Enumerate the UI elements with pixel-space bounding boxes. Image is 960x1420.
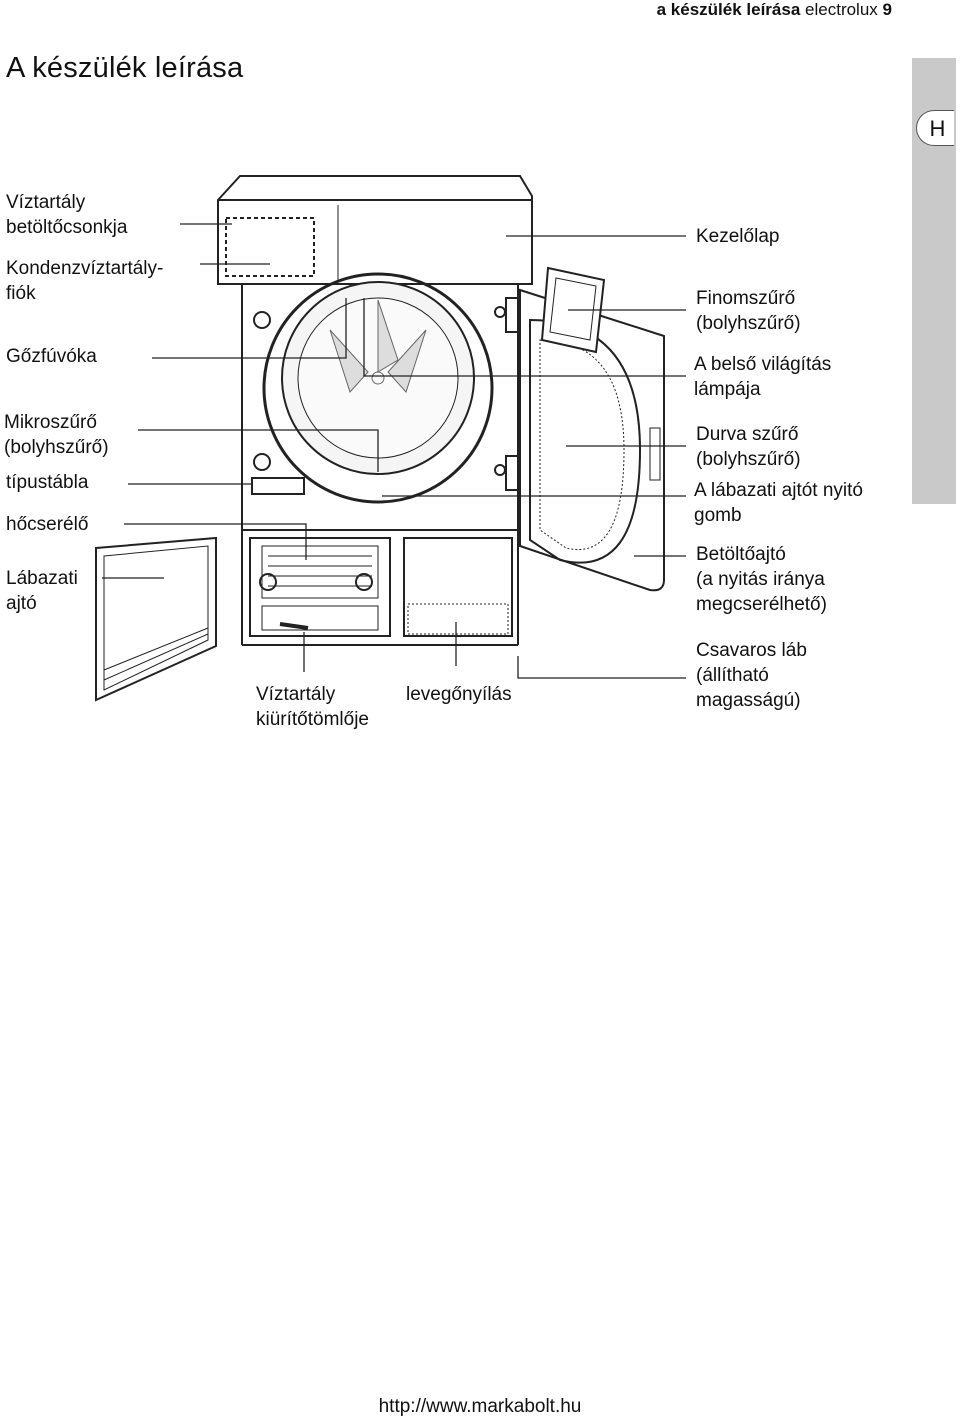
footer-url: http://www.markabolt.hu [378, 1396, 582, 1417]
label-micro-filter: Mikroszűrő (bolyhszűrő) [4, 412, 109, 458]
label-coarse-filter: Durva szűrő (bolyhszűrő) [696, 424, 801, 470]
language-tab: H [916, 110, 954, 146]
header-section: a készülék leírása [656, 0, 801, 19]
label-fine-filter: Finomszűrő (bolyhszűrő) [696, 288, 801, 334]
label-rating-plate: típustábla [6, 472, 89, 493]
label-loading-door: Betöltőajtó (a nyitás iránya megcserélhe… [696, 544, 827, 615]
label-water-tank-inlet: Víztartály betöltőcsonkja [6, 192, 128, 238]
label-condensate-drawer: Kondenzvíztartály- fiók [6, 258, 164, 304]
running-header: a készülék leírása electrolux 9 [657, 0, 892, 20]
label-heat-exchanger: hőcserélő [6, 514, 89, 535]
label-interior-light: A belső világítás lámpája [694, 354, 832, 400]
label-air-vent: levegőnyílás [406, 684, 512, 705]
label-control-panel: Kezelőlap [696, 226, 780, 247]
page-title: A készülék leírása [6, 52, 244, 84]
header-page-number: 9 [882, 0, 892, 19]
header-brand: electrolux [805, 0, 878, 19]
label-plinth-door-button: A lábazati ajtót nyitó gomb [694, 480, 863, 526]
label-adjustable-feet: Csavaros láb (állítható magasságú) [696, 640, 807, 711]
label-plinth-door: Lábazati ajtó [6, 568, 78, 614]
label-steam-nozzle: Gőzfúvóka [6, 346, 97, 367]
label-drain-hose: Víztartály kiürítőtömlője [256, 684, 369, 730]
